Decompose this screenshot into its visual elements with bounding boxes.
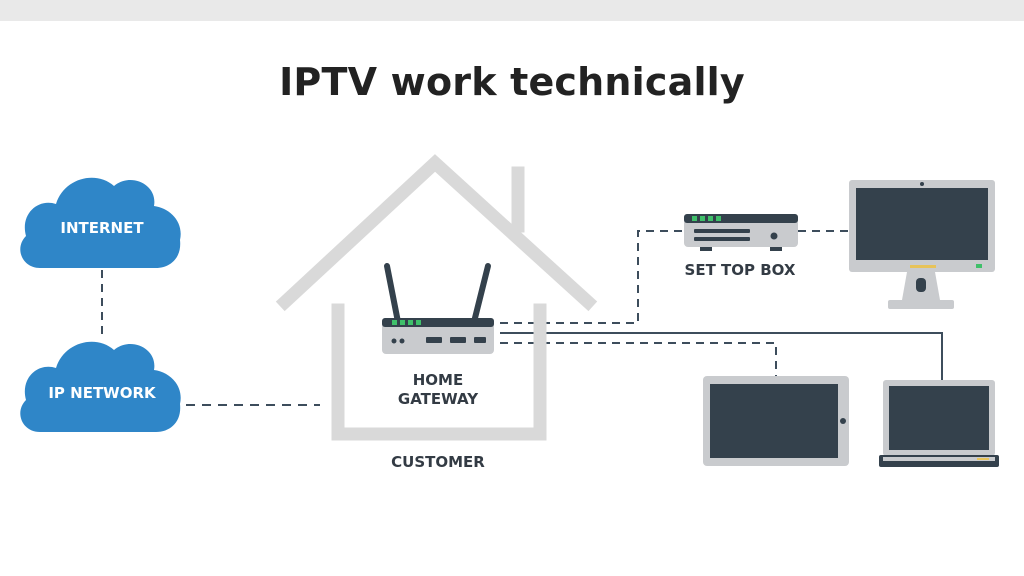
tablet-icon bbox=[703, 376, 849, 466]
home-gateway-label-line2: GATEWAY bbox=[398, 390, 479, 408]
internet-cloud-icon bbox=[20, 177, 181, 268]
router-icon bbox=[382, 263, 494, 354]
gateway-to-settopbox-link bbox=[500, 230, 684, 324]
ip-network-cloud-icon bbox=[20, 341, 181, 432]
gateway-to-laptop-link bbox=[500, 332, 943, 380]
connection-lines bbox=[101, 230, 943, 406]
laptop-icon bbox=[879, 380, 999, 467]
page-title: IPTV work technically bbox=[279, 60, 745, 104]
top-bar bbox=[0, 0, 1024, 21]
customer-label: CUSTOMER bbox=[391, 453, 485, 471]
set-top-box-label: SET TOP BOX bbox=[685, 261, 796, 279]
set-top-box-icon bbox=[684, 214, 798, 251]
internet-label: INTERNET bbox=[60, 219, 144, 237]
gateway-to-tablet-link bbox=[500, 342, 777, 376]
ip-network-label: IP NETWORK bbox=[48, 384, 157, 402]
home-gateway-label-line1: HOME bbox=[413, 371, 463, 389]
tv-monitor-icon bbox=[849, 180, 995, 309]
house-outline bbox=[275, 154, 598, 441]
